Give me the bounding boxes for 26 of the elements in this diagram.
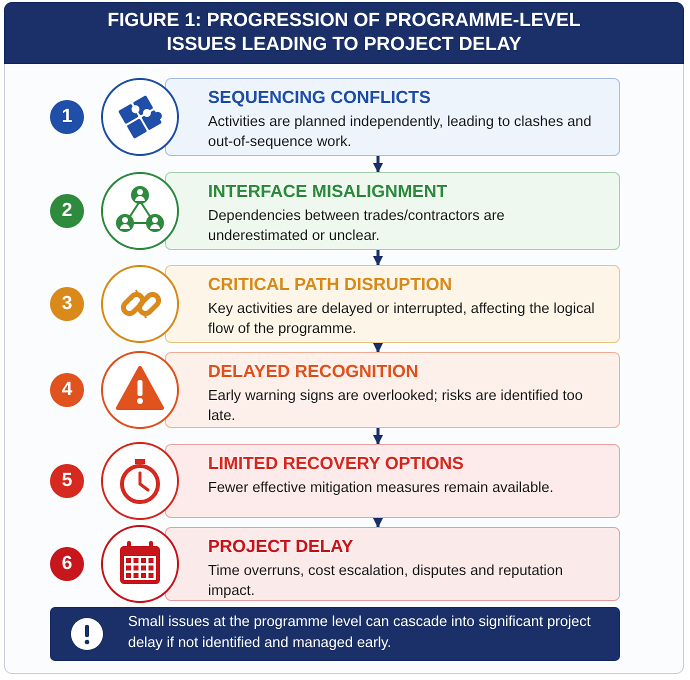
step-heading: SEQUENCING CONFLICTS bbox=[208, 87, 432, 108]
step-description: Activities are planned independently, leading to clashes and out-of-sequence work. bbox=[208, 113, 592, 152]
step-heading: LIMITED RECOVERY OPTIONS bbox=[208, 453, 465, 474]
step-box bbox=[165, 527, 620, 601]
step-box bbox=[165, 172, 620, 250]
step-description: Early warning signs are overlooked; risks are identified too late. bbox=[208, 387, 584, 426]
step-box bbox=[165, 78, 620, 156]
step-heading: DELAYED RECOGNITION bbox=[208, 361, 420, 382]
arrow bbox=[373, 518, 383, 528]
step-heading: CRITICAL PATH DISRUPTION bbox=[208, 274, 454, 295]
summary-text: Small issues at the programme level can cascade into significant project delay if not identified and managed early. bbox=[128, 613, 592, 653]
step-description: Dependencies between trades/contractors are underestimated or unclear. bbox=[208, 207, 506, 246]
summary-banner bbox=[50, 607, 620, 661]
step-box bbox=[165, 352, 620, 428]
step-heading: PROJECT DELAY bbox=[208, 536, 354, 557]
figure-title: FIGURE 1: PROGRESSION OF PROGRAMME-LEVEL ISSUES LEADING TO PROJECT DELAY bbox=[4, 2, 684, 64]
arrow bbox=[373, 343, 383, 353]
arrow bbox=[373, 250, 383, 266]
step-box bbox=[165, 265, 620, 343]
step-heading: INTERFACE MISALIGNMENT bbox=[208, 181, 448, 202]
step-box bbox=[165, 444, 620, 518]
step-description: Fewer effective mitigation measures remain available. bbox=[208, 479, 554, 498]
arrow bbox=[373, 428, 383, 445]
arrow bbox=[373, 156, 383, 173]
step-description: Key activities are delayed or interrupted, affecting the logical flow of the programme. bbox=[208, 300, 596, 339]
step-description: Time overruns, cost escalation, disputes and reputation impact. bbox=[208, 562, 564, 601]
